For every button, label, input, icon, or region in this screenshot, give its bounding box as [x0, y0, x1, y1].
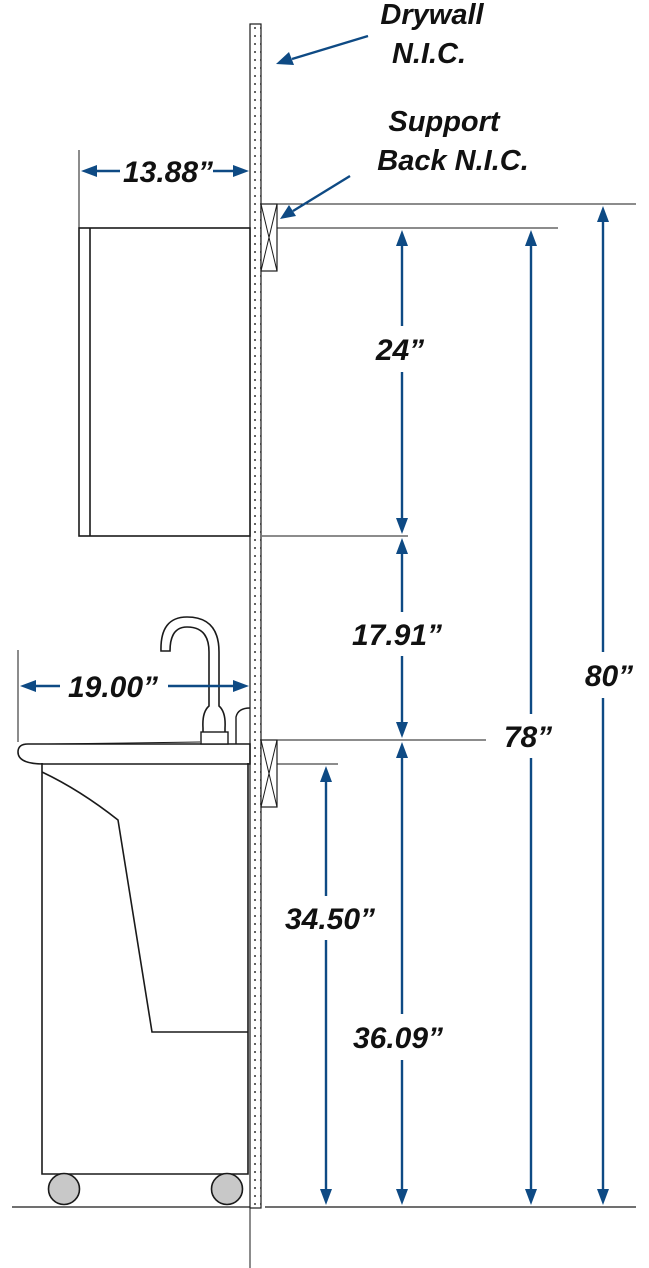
- drywall-callout-line2: N.I.C.: [392, 38, 466, 70]
- casters: [47, 1172, 244, 1206]
- support-back-leader-arrow: [280, 174, 351, 219]
- total-height-label: 80”: [585, 660, 633, 693]
- support-back-callout-line1: Support: [388, 106, 500, 138]
- drywall-callout-line1: Drywall: [380, 0, 484, 31]
- countertop: [17, 741, 251, 765]
- gap-height-label: 17.91”: [352, 619, 442, 652]
- rim-height-dimension: [320, 766, 332, 1205]
- gap-height-dimension: [396, 538, 408, 738]
- cabinet-height-label: 24”: [375, 334, 424, 367]
- cabinet-depth-dimension: [81, 165, 249, 177]
- counter-height-dimension: [396, 742, 408, 1205]
- back-spout: [235, 707, 251, 744]
- support-back-lower: [260, 739, 278, 808]
- sink-base: [41, 763, 249, 1175]
- drywall: [249, 23, 262, 1268]
- cabinet-height-dimension: [396, 230, 408, 534]
- wall-cabinet: [78, 227, 251, 537]
- support-back-callout-line2: Back N.I.C.: [377, 145, 529, 177]
- support-back-upper: [260, 203, 278, 272]
- cabinet-depth-label: 13.88”: [123, 156, 213, 189]
- sink-depth-dimension: [20, 680, 249, 692]
- caster-left: [47, 1172, 81, 1206]
- faucet: [160, 616, 229, 745]
- cabinet-top-height-label: 78”: [504, 721, 552, 754]
- rim-height-label: 34.50”: [285, 903, 375, 936]
- total-height-dimension: [597, 206, 609, 1205]
- cabinet-top-height-dimension: [525, 230, 537, 1205]
- extension-lines: [17, 150, 636, 765]
- drywall-leader-arrow: [276, 34, 369, 65]
- sink-depth-label: 19.00”: [68, 671, 158, 704]
- counter-height-label: 36.09”: [353, 1022, 443, 1055]
- caster-right: [210, 1172, 244, 1206]
